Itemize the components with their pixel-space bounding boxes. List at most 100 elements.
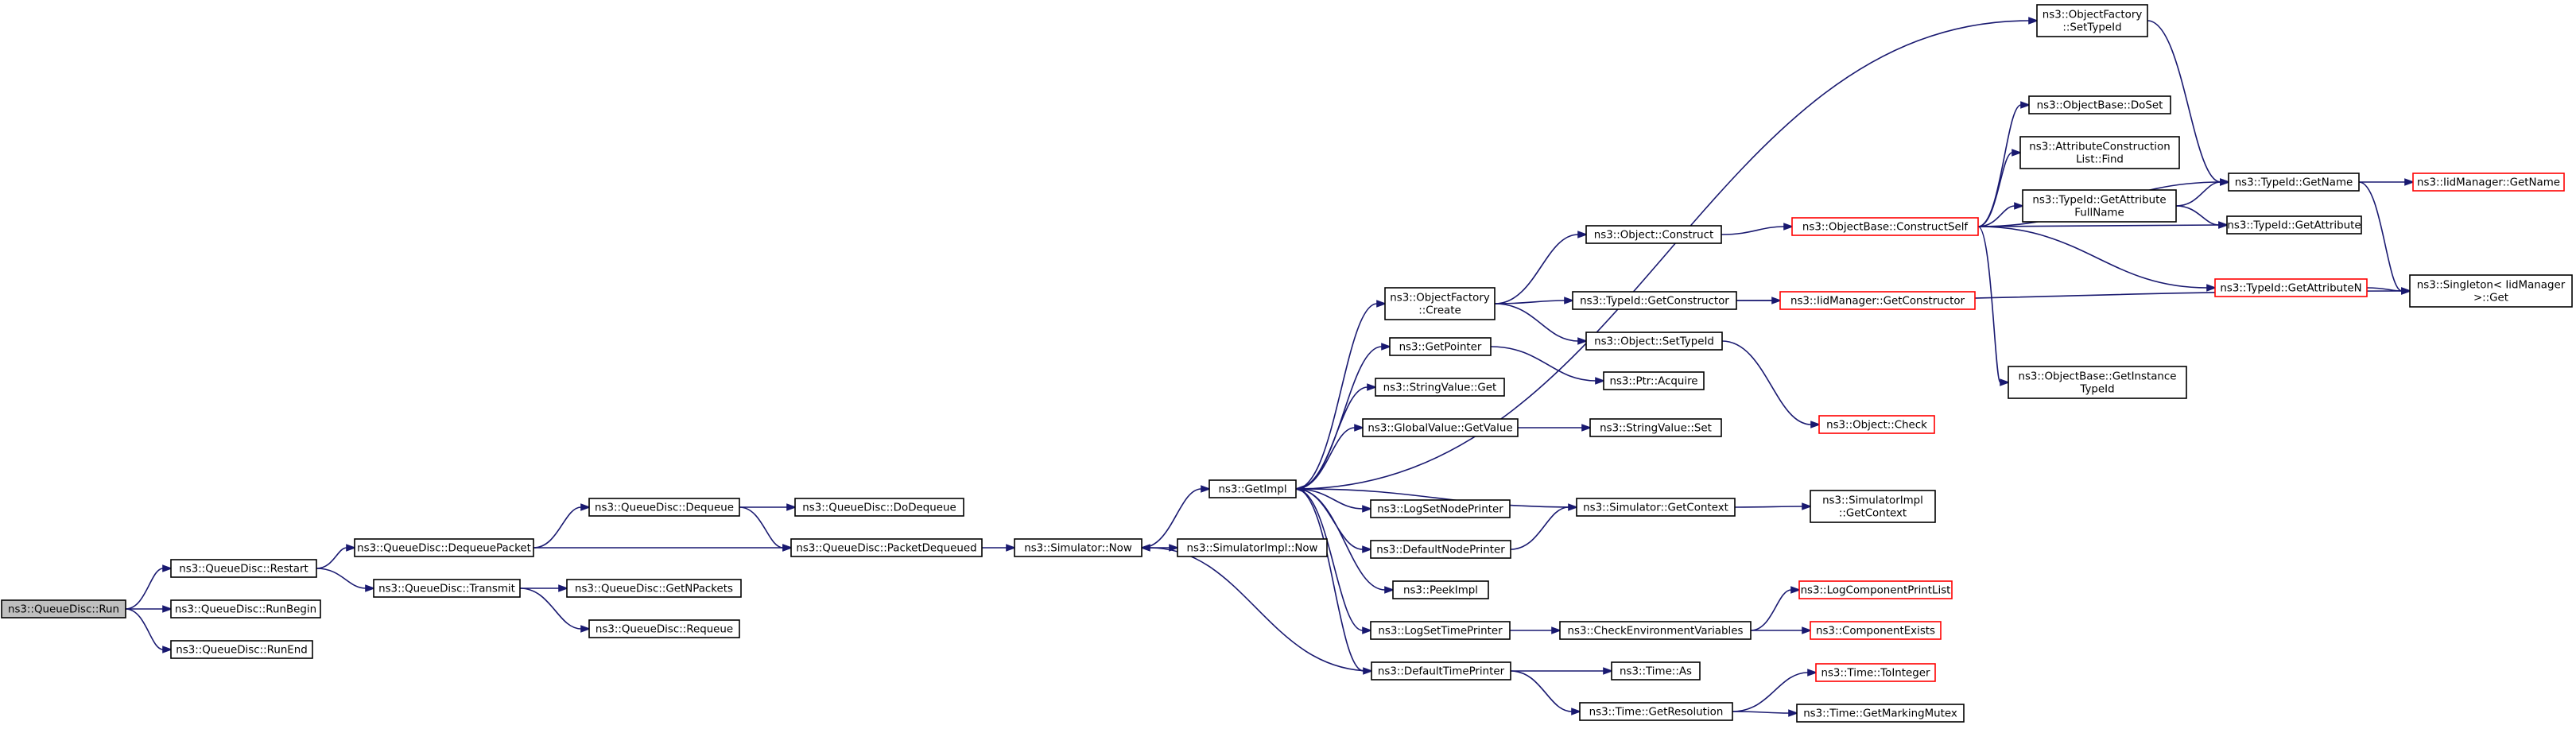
- call-edge-getimpl-to-logsetnode: [1295, 488, 1373, 513]
- function-node-dodequeue[interactable]: ns3::QueueDisc::DoDequeue: [794, 498, 964, 517]
- edge-line: [1977, 226, 2208, 289]
- edge-arrowhead: [1577, 337, 1589, 345]
- function-node-runend[interactable]: ns3::QueueDisc::RunEnd: [170, 640, 313, 659]
- edge-line: [1494, 303, 1579, 342]
- function-node-objsettypeid[interactable]: ns3::Object::SetTypeId: [1585, 332, 1723, 351]
- edge-arrowhead: [1564, 297, 1575, 304]
- function-node-transmit[interactable]: ns3::QueueDisc::Transmit: [373, 579, 521, 598]
- function-node-getpointer[interactable]: ns3::GetPointer: [1389, 337, 1492, 356]
- function-node-objcheck[interactable]: ns3::Object::Check: [1818, 415, 1935, 434]
- edge-arrowhead: [2000, 378, 2011, 386]
- function-node-getnpackets[interactable]: ns3::QueueDisc::GetNPackets: [566, 579, 742, 598]
- function-node-checkenv[interactable]: ns3::CheckEnvironmentVariables: [1559, 621, 1752, 640]
- node-label: ns3::IidManager::GetConstructor: [1790, 296, 1965, 308]
- node-box: [1370, 621, 1511, 640]
- edge-arrowhead: [558, 584, 569, 592]
- edge-arrowhead: [580, 625, 592, 633]
- node-box: [354, 538, 534, 557]
- edge-line: [2175, 181, 2221, 207]
- node-label: ns3::TypeId::GetConstructor: [1580, 296, 1729, 308]
- function-node-ptracquire[interactable]: ns3::Ptr::Acquire: [1603, 371, 1705, 390]
- edge-arrowhead: [1571, 708, 1582, 715]
- function-node-packetdequeued[interactable]: ns3::QueueDisc::PacketDequeued: [790, 538, 983, 557]
- node-label: ns3::ObjectFactory: [1390, 293, 1490, 304]
- function-node-getimpl[interactable]: ns3::GetImpl: [1208, 479, 1297, 498]
- node-label: ns3::QueueDisc::RunBegin: [175, 604, 316, 616]
- function-node-singleton[interactable]: ns3::Singleton< IidManager >::Get: [2409, 274, 2573, 308]
- function-node-typeidgetattr[interactable]: ns3::TypeId::GetAttribute: [2226, 215, 2362, 235]
- edge-line: [1295, 427, 1356, 490]
- function-node-stringvalueget[interactable]: ns3::StringValue::Get: [1375, 378, 1505, 397]
- function-node-timeas[interactable]: ns3::Time::As: [1611, 661, 1701, 681]
- function-node-timetoint[interactable]: ns3::Time::ToInteger: [1815, 663, 1936, 682]
- function-node-logsettime[interactable]: ns3::LogSetTimePrinter: [1370, 621, 1511, 640]
- function-node-constructself[interactable]: ns3::ObjectBase::ConstructSelf: [1791, 217, 1979, 236]
- function-node-requeue[interactable]: ns3::QueueDisc::Requeue: [588, 619, 740, 638]
- function-node-defaulttime[interactable]: ns3::DefaultTimePrinter: [1371, 661, 1511, 681]
- function-node-compexists[interactable]: ns3::ComponentExists: [1810, 621, 1942, 640]
- call-edge-simgetctx-to-getimpl: [1294, 485, 1577, 508]
- node-label: ns3::LogComponentPrintList: [1801, 585, 1951, 597]
- call-edge-getimpl-to-peekimpl: [1295, 488, 1395, 594]
- function-node-ofsettypeid[interactable]: ns3::ObjectFactory::SetTypeId: [2036, 4, 2148, 37]
- function-node-iidgetname[interactable]: ns3::IidManager::GetName: [2412, 173, 2565, 192]
- function-node-runbegin[interactable]: ns3::QueueDisc::RunBegin: [170, 599, 321, 618]
- node-box: [1375, 378, 1505, 397]
- node-box: [1576, 498, 1736, 517]
- node-label: ns3::Simulator::GetContext: [1583, 502, 1728, 514]
- call-edge-dequeuepacket-to-dequeue: [533, 503, 592, 549]
- function-node-globalvalue[interactable]: ns3::GlobalValue::GetValue: [1362, 418, 1519, 437]
- function-node-typeidgetctor[interactable]: ns3::TypeId::GetConstructor: [1572, 291, 1737, 310]
- edge-line: [316, 568, 367, 589]
- edge-line: [2366, 287, 2403, 292]
- function-node-peekimpl[interactable]: ns3::PeekImpl: [1392, 580, 1489, 599]
- function-node-ofcreate[interactable]: ns3::ObjectFactory::Create: [1384, 287, 1496, 320]
- function-node-simimplgetctx[interactable]: ns3::SimulatorImpl::GetContext: [1810, 490, 1936, 523]
- function-node-timegetres[interactable]: ns3::Time::GetResolution: [1579, 702, 1733, 721]
- function-node-typeidgetname[interactable]: ns3::TypeId::GetName: [2228, 173, 2360, 192]
- function-node-simimplnow[interactable]: ns3::SimulatorImpl::Now: [1177, 538, 1328, 557]
- node-box: [566, 579, 742, 598]
- function-node-logcomplist[interactable]: ns3::LogComponentPrintList: [1798, 580, 1953, 599]
- function-node-defaultnode[interactable]: ns3::DefaultNodePrinter: [1370, 540, 1511, 559]
- call-edge-typeidgetname-to-singleton: [2358, 181, 2412, 295]
- function-node-dequeuepacket[interactable]: ns3::QueueDisc::DequeuePacket: [354, 538, 534, 557]
- function-node-iidgetctor[interactable]: ns3::IidManager::GetConstructor: [1779, 291, 1976, 310]
- function-node-stringvalueset[interactable]: ns3::StringValue::Set: [1589, 418, 1722, 437]
- edge-arrowhead: [1362, 505, 1373, 513]
- node-label: ns3::QueueDisc::Run: [8, 604, 119, 616]
- node-box: [1815, 663, 1936, 682]
- call-edge-getpointer-to-ptracquire: [1490, 346, 1606, 385]
- function-node-restart[interactable]: ns3::QueueDisc::Restart: [170, 559, 317, 578]
- node-box: [2409, 274, 2573, 308]
- node-label: ns3::LogSetTimePrinter: [1378, 626, 1503, 638]
- node-box: [1611, 661, 1701, 681]
- edge-line: [1494, 234, 1579, 304]
- edge-arrowhead: [2220, 178, 2231, 186]
- node-label: ns3::ObjectBase::ConstructSelf: [1802, 222, 1969, 234]
- call-edge-objconstruct-to-constructself: [1721, 223, 1794, 235]
- function-node-objbasedoset[interactable]: ns3::ObjectBase::DoSet: [2028, 95, 2171, 114]
- function-node-timemarkmutex[interactable]: ns3::Time::GetMarkingMutex: [1796, 704, 1965, 723]
- function-node-typeidgetattrn[interactable]: ns3::TypeId::GetAttributeN: [2214, 278, 2368, 297]
- node-label: ::GetContext: [1839, 508, 1907, 520]
- call-edge-typeidgetattrfull-to-typeidgetattr: [2175, 205, 2229, 229]
- edge-arrowhead: [1595, 377, 1606, 385]
- node-label: ns3::TypeId::GetAttribute: [2227, 220, 2361, 232]
- function-node-simgetctx[interactable]: ns3::Simulator::GetContext: [1576, 498, 1736, 517]
- function-node-dequeue[interactable]: ns3::QueueDisc::Dequeue: [588, 498, 740, 517]
- node-label: ns3::QueueDisc::Restart: [179, 564, 308, 576]
- node-label: ns3::TypeId::GetAttributeN: [2220, 283, 2361, 295]
- edge-arrowhead: [2014, 202, 2025, 210]
- node-box: [1014, 538, 1143, 557]
- function-node-objconstruct[interactable]: ns3::Object::Construct: [1585, 225, 1722, 244]
- function-node-simnow[interactable]: ns3::Simulator::Now: [1014, 538, 1143, 557]
- call-edge-getimpl-to-globalvalue: [1295, 424, 1365, 490]
- edge-arrowhead: [162, 564, 173, 572]
- function-node-logsetnode[interactable]: ns3::LogSetNodePrinter: [1370, 499, 1511, 518]
- edge-line: [1303, 488, 1577, 508]
- call-edge-timegetres-to-timetoint: [1732, 669, 1818, 712]
